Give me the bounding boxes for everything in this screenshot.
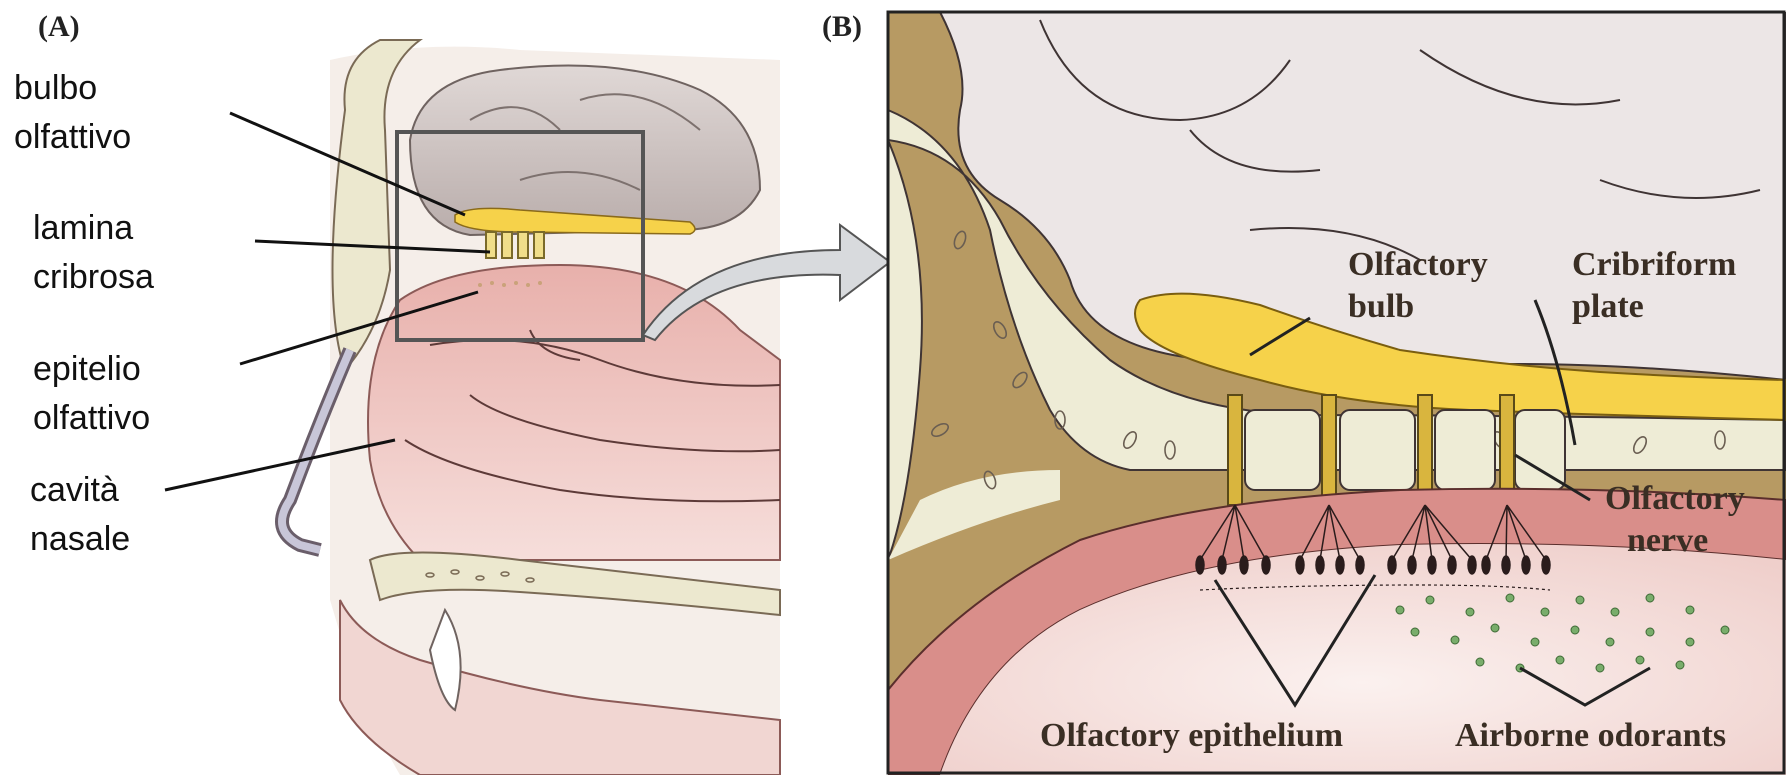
panel-a-letter: (A) <box>38 10 80 44</box>
label-en-olfactory-bulb: Olfactory bulb <box>1348 244 1488 328</box>
label-en-olfactory-nerve-line1: Olfactory <box>1605 478 1745 520</box>
label-en-airborne-odorants: Airborne odorants <box>1455 715 1726 757</box>
label-it-cribriform-plate: lamina cribrosa <box>33 204 154 302</box>
label-it-olfactory-bulb-line2: olfattivo <box>14 113 131 162</box>
cribriform-plate-b <box>1245 410 1565 490</box>
label-it-cribriform-plate-line2: cribrosa <box>33 253 154 302</box>
label-it-olfactory-bulb: bulbo olfattivo <box>14 64 131 162</box>
panel-b-illustration <box>888 12 1786 775</box>
panel-b-letter: (B) <box>822 10 862 44</box>
label-it-olfactory-epithelium: epitelio olfattivo <box>33 345 150 443</box>
label-en-cribriform-plate-line2: plate <box>1572 286 1736 328</box>
label-it-cribriform-plate-line1: lamina <box>33 204 154 253</box>
label-en-cribriform-plate-line1: Cribriform <box>1572 244 1736 286</box>
label-en-olfactory-epithelium: Olfactory epithelium <box>1040 715 1343 757</box>
label-it-nasal-cavity-line2: nasale <box>30 515 130 564</box>
label-en-olfactory-bulb-line1: Olfactory <box>1348 244 1488 286</box>
nasal-mucosa <box>368 265 780 560</box>
label-it-olfactory-epithelium-line2: olfattivo <box>33 394 150 443</box>
label-it-olfactory-epithelium-line1: epitelio <box>33 345 150 394</box>
label-en-cribriform-plate: Cribriform plate <box>1572 244 1736 328</box>
label-it-nasal-cavity-line1: cavità <box>30 466 130 515</box>
label-it-olfactory-bulb-line1: bulbo <box>14 64 131 113</box>
label-en-olfactory-nerve: Olfactory nerve <box>1605 478 1745 562</box>
label-en-olfactory-bulb-line2: bulb <box>1348 286 1488 328</box>
panel-a-illustration <box>282 40 780 775</box>
label-it-nasal-cavity: cavità nasale <box>30 466 130 564</box>
label-en-olfactory-nerve-line2: nerve <box>1605 520 1745 562</box>
